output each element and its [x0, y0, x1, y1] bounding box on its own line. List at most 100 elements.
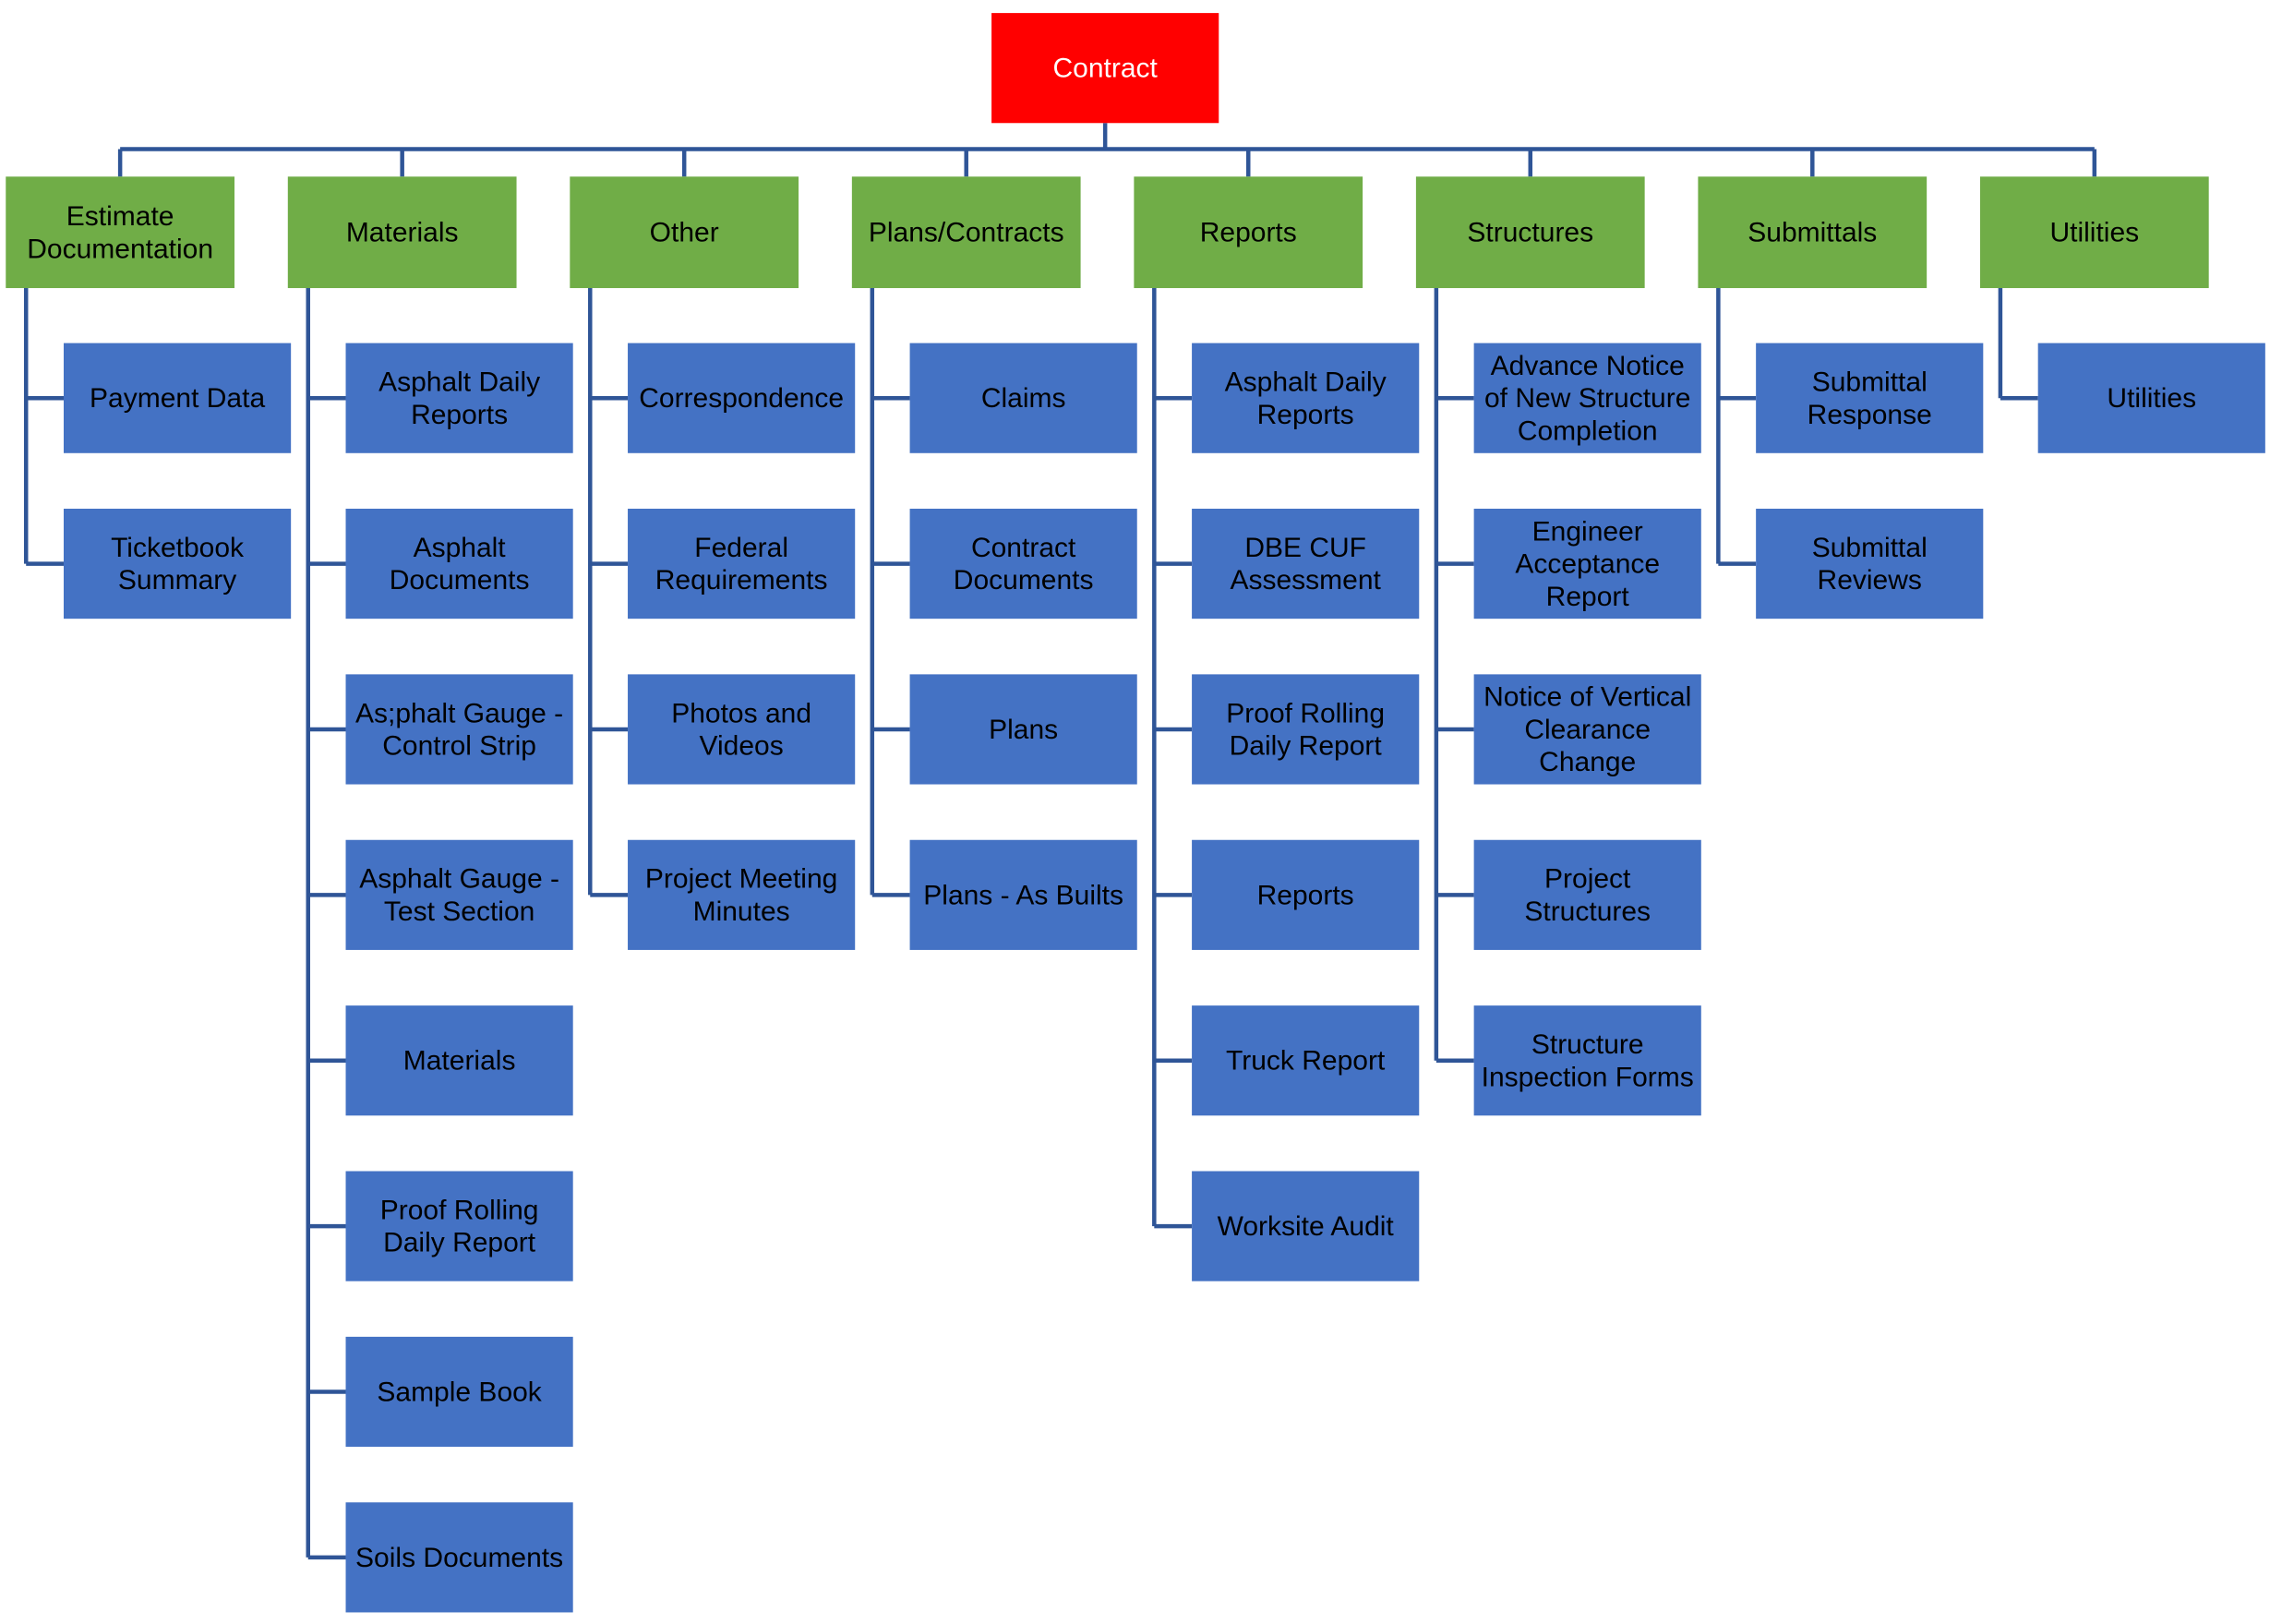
- category-estimate-documentation-box: [6, 176, 235, 289]
- item-reports-truck-report-label: Truck Report: [1226, 1045, 1386, 1076]
- category-reports[interactable]: Reports: [1134, 176, 1363, 289]
- item-utilities-utilities-label: Utilities: [2107, 383, 2196, 414]
- item-reports-truck-report[interactable]: Truck Report: [1192, 1005, 1420, 1116]
- category-submittals-box: [1698, 176, 1928, 289]
- item-plans-contracts-plans-as-builts-label: Plans - As Builts: [923, 880, 1123, 910]
- category-other[interactable]: Other: [570, 176, 799, 289]
- item-reports-worksite-audit[interactable]: Worksite Audit: [1192, 1171, 1420, 1281]
- root-node-contract[interactable]: Contract: [991, 13, 1219, 124]
- item-reports-proof-rolling-daily-report-box: [1192, 674, 1420, 785]
- item-materials-sample-book[interactable]: Sample Book: [345, 1336, 573, 1448]
- item-reports-dbe-cuf-assessment-box: [1192, 508, 1420, 620]
- item-utilities-utilities[interactable]: Utilities: [2037, 343, 2265, 453]
- item-other-correspondence[interactable]: Correspondence: [628, 343, 856, 453]
- category-utilities[interactable]: Utilities: [1979, 176, 2209, 289]
- category-other-box: [570, 176, 799, 289]
- item-reports-asphalt-daily-reports-box: [1192, 343, 1420, 453]
- item-materials-asphalt-documents-box: [345, 508, 573, 620]
- item-plans-contracts-contract-documents-box: [909, 508, 1137, 620]
- item-materials-as-phalt-gauge-control-strip-box: [345, 674, 573, 785]
- item-plans-contracts-claims[interactable]: Claims: [909, 343, 1137, 453]
- item-reports-reports[interactable]: Reports: [1192, 839, 1420, 950]
- item-materials-asphalt-gauge-test-section-label: Asphalt Gauge -Test Section: [359, 863, 559, 926]
- category-submittals-label: Submittals: [1748, 217, 1877, 247]
- item-other-correspondence-box: [628, 343, 856, 453]
- category-materials-label: Materials: [346, 217, 459, 247]
- item-materials-as-phalt-gauge-control-strip-label: As;phalt Gauge -Control Strip: [355, 698, 563, 761]
- connector-lines: [23, 123, 2097, 1560]
- item-materials-as-phalt-gauge-control-strip[interactable]: As;phalt Gauge -Control Strip: [345, 674, 573, 785]
- item-plans-contracts-plans-as-builts[interactable]: Plans - As Builts: [909, 839, 1137, 950]
- category-structures-box: [1415, 176, 1645, 289]
- category-submittals[interactable]: Submittals: [1698, 176, 1928, 289]
- item-structures-project-structures-box: [1473, 839, 1701, 950]
- item-estimate-documentation-ticketbook-summary-box: [63, 508, 292, 620]
- category-materials-box: [287, 176, 517, 289]
- item-plans-contracts-plans[interactable]: Plans: [909, 674, 1137, 785]
- category-plans-contracts[interactable]: Plans/Contracts: [851, 176, 1081, 289]
- item-reports-reports-label: Reports: [1257, 880, 1354, 910]
- item-submittals-submittal-response-box: [1756, 343, 1984, 453]
- item-other-correspondence-label: Correspondence: [639, 383, 844, 414]
- category-other-label: Other: [650, 217, 719, 247]
- category-reports-box: [1134, 176, 1363, 289]
- item-structures-advance-notice-of-new-structure-completion-box: [1473, 343, 1701, 453]
- item-materials-soils-documents-label: Soils Documents: [355, 1542, 563, 1572]
- item-materials-soils-documents[interactable]: Soils Documents: [345, 1502, 573, 1613]
- category-structures[interactable]: Structures: [1415, 176, 1645, 289]
- item-structures-notice-of-vertical-clearance-change-box: [1473, 674, 1701, 785]
- item-plans-contracts-claims-box: [909, 343, 1137, 453]
- item-materials-soils-documents-box: [345, 1502, 573, 1613]
- item-materials-materials-label: Materials: [403, 1045, 516, 1076]
- root-node-contract-label: Contract: [1052, 53, 1158, 83]
- item-utilities-utilities-box: [2037, 343, 2265, 453]
- item-materials-asphalt-gauge-test-section[interactable]: Asphalt Gauge -Test Section: [345, 839, 573, 950]
- category-materials[interactable]: Materials: [287, 176, 517, 289]
- item-structures-engineer-acceptance-report-box: [1473, 508, 1701, 620]
- category-utilities-label: Utilities: [2049, 217, 2139, 247]
- item-reports-worksite-audit-box: [1192, 1171, 1420, 1281]
- item-estimate-documentation-payment-data[interactable]: Payment Data: [63, 343, 292, 453]
- item-materials-materials-box: [345, 1005, 573, 1116]
- item-reports-worksite-audit-label: Worksite Audit: [1218, 1211, 1395, 1242]
- item-other-federal-requirements-box: [628, 508, 856, 620]
- item-materials-materials[interactable]: Materials: [345, 1005, 573, 1116]
- item-materials-proof-rolling-daily-report-box: [345, 1171, 573, 1281]
- item-structures-structure-inspection-forms-box: [1473, 1005, 1701, 1116]
- item-estimate-documentation-payment-data-box: [63, 343, 292, 453]
- item-submittals-submittal-reviews-box: [1756, 508, 1984, 620]
